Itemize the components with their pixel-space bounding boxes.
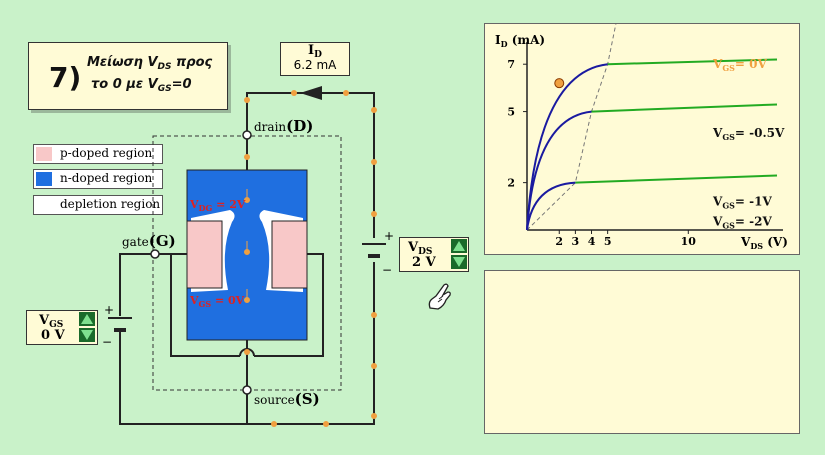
vgs-minus: − [102,335,112,349]
series-ohmic-curve [526,181,576,231]
source-terminal [242,385,252,395]
circuit-wires [119,92,375,425]
legend-swatch-depletion [36,198,52,212]
p-gate-right [271,220,308,289]
vgs-increase-button[interactable] [79,312,95,326]
wire-nodes [244,90,377,427]
legend-label-p: p-doped region [60,146,153,160]
drain-label: drain(D) [254,117,313,135]
ammeter-value: 6.2 mA [293,58,337,72]
vds-plus: + [384,229,394,243]
x-tick-label: 2 [555,235,563,248]
step-line-2: το 0 με VGS=0 [91,77,192,94]
vgs-label: VGS = 0V [189,294,245,309]
vgs-source-box: VGS 0 V [26,310,98,345]
vdg-label: VDG = 2V [189,198,246,213]
legend-p-doped: p-doped region [33,144,163,164]
y-tick-label: 5 [507,106,515,119]
current-arrow-icon [300,86,322,100]
series-label: VGS= -1V [712,195,772,211]
pinch-off-curve [526,16,618,231]
gate-terminal [150,249,160,259]
step-line-2-sub: GS [157,84,172,94]
step-line-2-text: το 0 με V [91,77,158,92]
x-tick-label: 10 [681,235,697,248]
operating-point [554,78,565,89]
x-tick-label: 5 [604,235,612,248]
x-tick-label: 4 [588,235,596,248]
legend-swatch-n [36,172,52,186]
drain-terminal [242,130,252,140]
vds-label: VDS [408,240,433,257]
step-number: 7) [49,61,82,94]
vds-source-box: VDS 2 V [399,237,469,272]
hand-pointer-icon [428,283,451,310]
step-line-1-end: προς [171,55,213,70]
x-tick-label: 3 [572,235,580,248]
legend-n-doped: n-doped region [33,169,163,189]
series-ohmic-curve [526,110,592,231]
vgs-value: 0 V [41,328,65,343]
electron-flow [244,189,250,303]
p-gate-left [186,220,223,289]
y-tick-label: 7 [507,58,515,71]
series-ohmic-curve [526,63,608,231]
y-axis-label: ID (mA) [495,33,545,49]
vds-value: 2 V [412,255,436,270]
step-title-box: 7) Μείωση VDS προς το 0 με VGS=0 [28,42,228,110]
circuit-diagram: + − + − VDG = 2V VGS = 0V [102,86,394,427]
x-axis-label: VDS (V) [740,235,788,251]
vgs-source-label: VGS [39,313,64,330]
series-saturation-line [607,58,778,66]
step-line-1: Μείωση VDS προς [87,55,213,72]
legend-swatch-p [36,147,52,161]
series-saturation-line [575,174,778,184]
step-line-1-text: Μείωση V [87,55,158,70]
series-label: VGS= 0V [712,57,768,73]
vds-increase-button[interactable] [451,239,467,253]
series-saturation-line [591,103,778,113]
vgs-plus: + [104,303,114,317]
series-label: VGS= -0.5V [712,126,785,142]
step-line-1-sub: DS [157,62,172,72]
legend-label-n: n-doped region [60,171,153,185]
y-tick-label: 2 [507,177,515,190]
gate-label: gate(G) [122,232,176,250]
vgs-decrease-button[interactable] [79,328,95,342]
vds-decrease-button[interactable] [451,255,467,269]
legend-label-depletion: depletion region [60,197,161,211]
vds-minus: − [382,263,392,277]
ammeter-display: ID 6.2 mA [280,42,350,76]
series-label: VGS= -2V [712,215,772,231]
step-line-2-end: =0 [171,77,192,92]
legend-depletion: depletion region [33,195,163,215]
ammeter-label: ID [308,43,322,60]
source-label: source(S) [254,390,320,408]
info-panel [484,270,800,434]
